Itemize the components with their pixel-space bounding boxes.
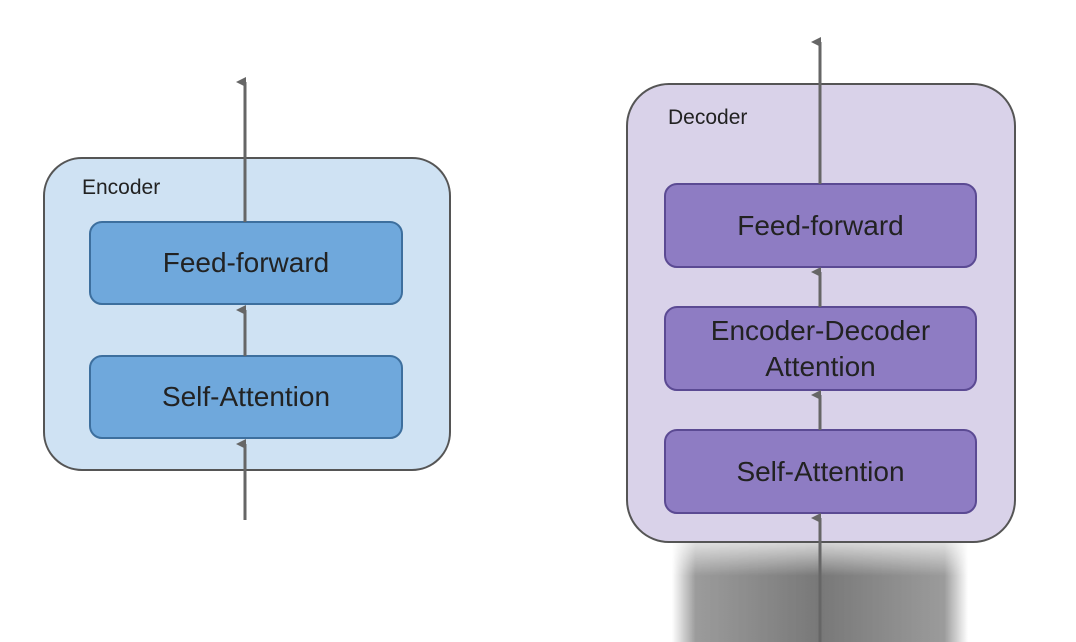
encoder-self-attention-label: Self-Attention	[161, 381, 331, 412]
decoder-encoder-decoder-attention-label: Encoder-Decoder Attention	[665, 307, 976, 390]
decoder-encoder-decoder-line2: Attention	[765, 350, 876, 382]
encoder-title: Encoder	[82, 176, 161, 199]
decoder-encoder-decoder-line1: Encoder-Decoder	[710, 314, 931, 346]
decoder-feed-forward-label: Feed-forward	[737, 209, 904, 241]
decoder-title: Decoder	[668, 106, 748, 129]
encoder-feed-forward-label: Feed-forward	[162, 247, 330, 278]
decoder-self-attention-label: Self-Attention	[736, 455, 905, 487]
